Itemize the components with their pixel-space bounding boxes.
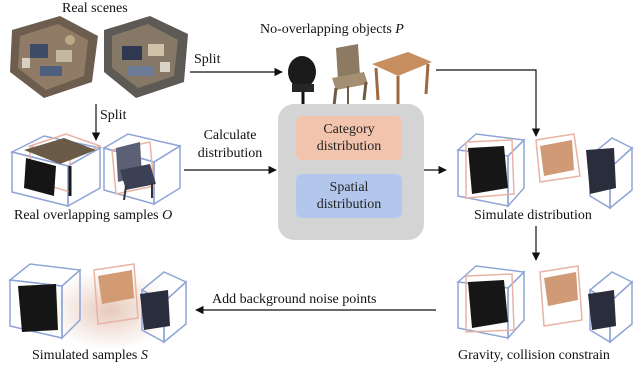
- simulated-samples-symbol: S: [140, 348, 148, 363]
- real-overlapping-samples-label: Real overlapping samples O: [14, 208, 172, 224]
- object-office-chair: [288, 56, 316, 107]
- category-distribution-box: Category distribution: [296, 116, 402, 160]
- simulated-samples-label: Simulated samples S: [32, 348, 148, 364]
- object-wooden-chair: [332, 44, 368, 107]
- calculate-line1: Calculate: [203, 128, 257, 143]
- simulated-samples-image: [8, 263, 188, 350]
- gravity-collision-image: [456, 265, 634, 344]
- gravity-collision-label: Gravity, collision constrain: [458, 348, 610, 363]
- calculate-distribution-label: Calculate distribution: [182, 128, 278, 162]
- add-background-noise-label: Add background noise points: [212, 292, 377, 307]
- no-overlapping-objects-label: No-overlapping objects P: [260, 22, 404, 38]
- arrow-objects-to-simulate: [436, 69, 541, 137]
- category-line1: Category: [323, 122, 375, 137]
- real-scenes-label: Real scenes: [62, 1, 128, 16]
- category-line2: distribution: [316, 139, 382, 154]
- real-overlapping-samples-text: Real overlapping samples: [14, 208, 159, 223]
- real-overlap-sample-right: [102, 133, 182, 206]
- no-overlapping-objects-symbol: P: [395, 22, 404, 37]
- simulated-samples-text: Simulated samples: [32, 348, 138, 363]
- real-scene-image-2: [104, 16, 188, 98]
- object-table: [372, 52, 432, 106]
- spatial-distribution-box: Spatial distribution: [296, 174, 402, 218]
- no-overlapping-objects-text: No-overlapping objects: [260, 22, 392, 37]
- split-top-label: Split: [194, 52, 221, 67]
- simulate-distribution-label: Simulate distribution: [474, 208, 592, 223]
- spatial-line1: Spatial: [329, 180, 369, 195]
- calculate-line2: distribution: [197, 146, 263, 161]
- real-overlap-sample-left: [9, 133, 103, 208]
- real-scene-image-1: [10, 16, 98, 98]
- split-left-label: Split: [100, 108, 127, 123]
- spatial-line2: distribution: [316, 197, 382, 212]
- simulated-distribution-image: [456, 133, 634, 210]
- real-overlapping-samples-symbol: O: [162, 208, 173, 223]
